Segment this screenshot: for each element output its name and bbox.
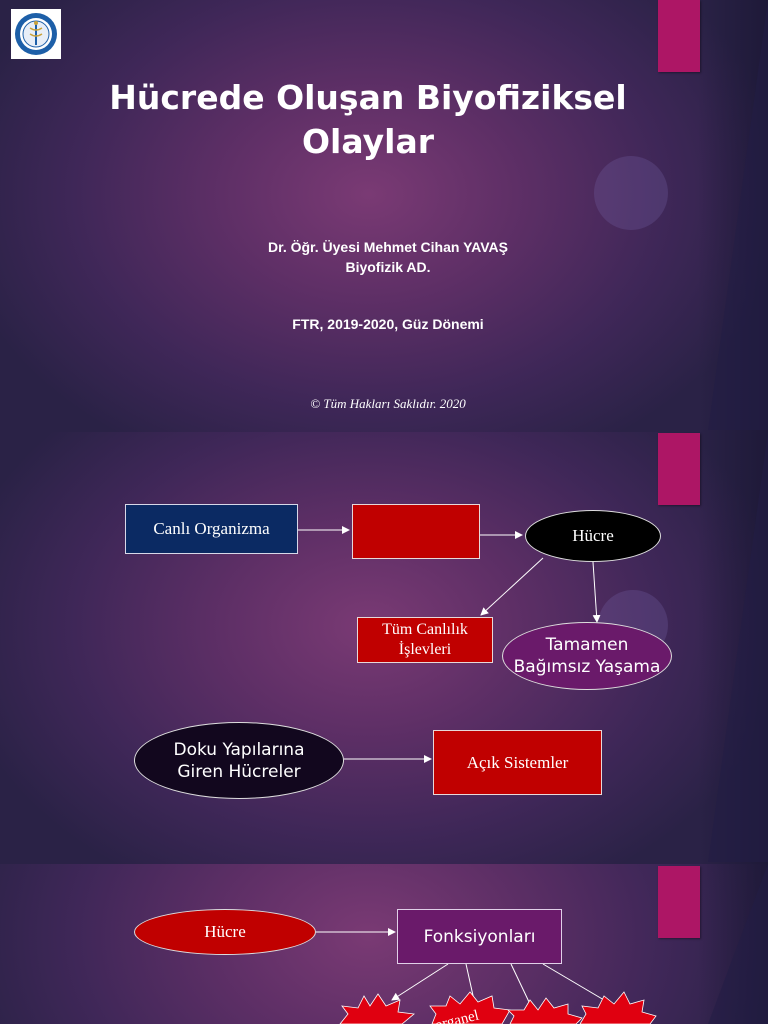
slide-cell-diagram: Canlı Organizma Hücre Tüm Canlılık İşlev…: [0, 432, 768, 864]
cell-oval: Hücre: [134, 909, 316, 955]
burst-shape-3: [507, 997, 583, 1024]
burst-shape-4: [579, 991, 657, 1024]
accent-bar: [658, 0, 700, 72]
slide-title: Hücrede Oluşan Biyofiziksel Olaylar Dr. …: [0, 0, 768, 432]
slide-cell-functions: organel Hücre Fonksiyonları: [0, 864, 768, 1024]
burst-shape-2: [429, 991, 511, 1024]
tissue-cells-line-1: Doku Yapılarına: [173, 739, 305, 760]
open-systems-box: Açık Sistemler: [433, 730, 602, 795]
university-logo: [11, 9, 61, 59]
independent-life-line-2: Bağımsız Yaşama: [513, 657, 661, 677]
tissue-cells-oval: Doku Yapılarına Giren Hücreler: [134, 722, 344, 799]
burst-shape-1: [339, 993, 415, 1024]
diagram-connectors: organel: [316, 928, 657, 1024]
living-organism-box: Canlı Organizma: [125, 504, 298, 554]
all-life-functions-line-1: Tüm Canlılık: [382, 621, 468, 638]
diagram-connectors: [298, 526, 601, 763]
title-line-1: Hücrede Oluşan Biyofiziksel: [109, 78, 627, 117]
course-info: FTR, 2019-2020, Güz Dönemi: [292, 316, 484, 332]
accent-bar: [658, 433, 700, 505]
all-life-functions-line-2: İşlevleri: [398, 641, 452, 658]
independent-life-oval: Tamamen Bağımsız Yaşama: [502, 622, 672, 690]
accent-bar: [658, 866, 700, 938]
presentation-title: Hücrede Oluşan Biyofiziksel Olaylar: [80, 76, 656, 164]
author-name: Dr. Öğr. Üyesi Mehmet Cihan YAVAŞ: [268, 239, 508, 255]
independent-life-line-1: Tamamen: [545, 635, 629, 655]
department-name: Biyofizik AD.: [345, 259, 431, 275]
decorative-circle: [594, 156, 668, 230]
tissue-cells-line-2: Giren Hücreler: [177, 761, 301, 782]
all-life-functions-box: Tüm Canlılık İşlevleri: [357, 617, 493, 663]
copyright-notice: © Tüm Hakları Saklıdır. 2020: [310, 396, 466, 411]
functions-box: Fonksiyonları: [397, 909, 562, 964]
cell-oval: Hücre: [525, 510, 661, 562]
title-line-2: Olaylar: [302, 122, 434, 161]
empty-red-box: [352, 504, 480, 559]
